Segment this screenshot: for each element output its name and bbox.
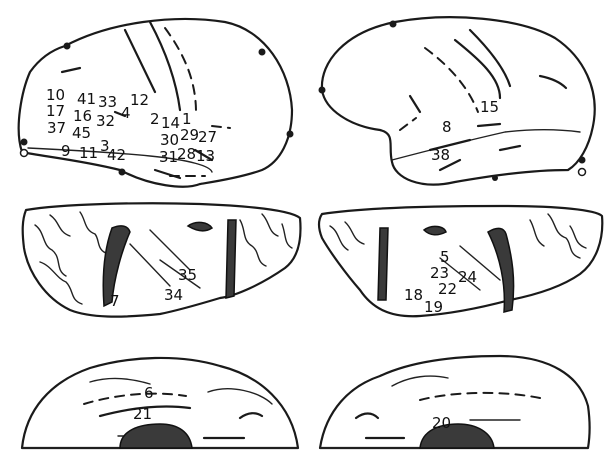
area-label: 21	[133, 405, 152, 423]
area-label: 16	[73, 107, 92, 125]
area-label: 34	[164, 286, 183, 304]
area-label: 33	[98, 93, 117, 111]
area-label: 37	[47, 119, 66, 137]
area-label: 32	[96, 112, 115, 130]
area-label: 7	[110, 292, 120, 310]
right-lateral-hemisphere	[319, 17, 595, 184]
area-label: 28	[177, 145, 196, 163]
left-basal-view	[22, 358, 298, 448]
area-label: 45	[72, 124, 91, 142]
area-label: 11	[79, 144, 98, 162]
area-label: 41	[77, 90, 96, 108]
area-label: 42	[107, 146, 126, 164]
left-medial-view	[23, 203, 301, 316]
area-label: 24	[458, 268, 477, 286]
area-label: 20	[432, 414, 451, 432]
area-label: 12	[130, 91, 149, 109]
area-label: 8	[442, 118, 452, 136]
area-label: 29	[180, 126, 199, 144]
area-label: 38	[431, 146, 450, 164]
area-label: 4	[121, 104, 131, 122]
area-label: 17	[46, 102, 65, 120]
area-label: 6	[144, 384, 154, 402]
area-label: 13	[196, 147, 215, 165]
area-label: 22	[438, 280, 457, 298]
area-label: 18	[404, 286, 423, 304]
area-label: 31	[159, 148, 178, 166]
area-label: 35	[178, 266, 197, 284]
right-basal-view	[320, 356, 590, 448]
area-label: 14	[161, 114, 180, 132]
area-label: 19	[424, 298, 443, 316]
right-medial-view	[319, 206, 602, 316]
area-label: 15	[480, 98, 499, 116]
area-label: 2	[150, 110, 160, 128]
area-label: 27	[198, 128, 217, 146]
area-label: 9	[61, 142, 71, 160]
